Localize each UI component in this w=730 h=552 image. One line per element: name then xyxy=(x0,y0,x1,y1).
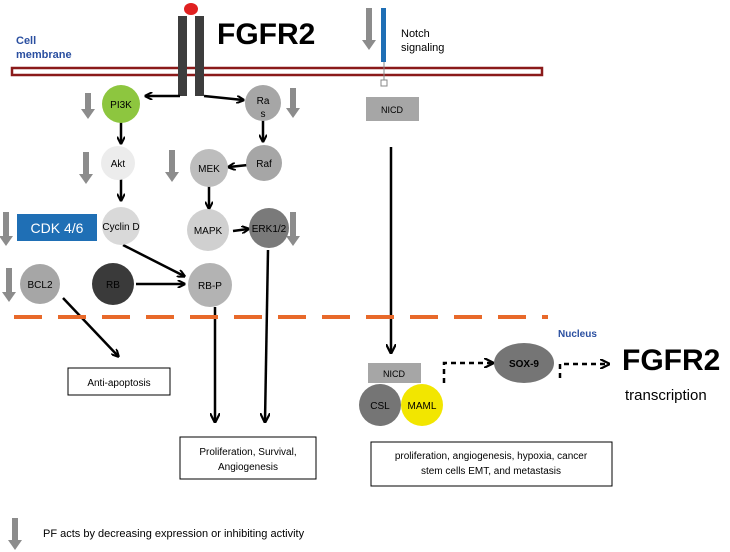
erk-label: ERK1/2 xyxy=(252,224,287,235)
arrow-mapk-erk xyxy=(232,229,248,231)
notch-label-1: Notch xyxy=(401,28,430,40)
node-sox9: SOX-9 xyxy=(494,343,554,383)
pf-arrow-erk xyxy=(286,212,300,246)
nucleus-label: Nucleus xyxy=(558,329,597,340)
legend-text: PF acts by decreasing expression or inhi… xyxy=(43,528,305,540)
notch-outcome-label-2: stem cells EMT, and metastasis xyxy=(421,466,561,477)
notch-stalk-end xyxy=(380,79,388,87)
receptor-bar-left xyxy=(178,16,187,96)
akt-label: Akt xyxy=(111,159,126,170)
anti-apoptosis-label: Anti-apoptosis xyxy=(87,378,150,389)
nicd-bottom-label: NICD xyxy=(383,369,405,379)
cell-membrane-label-2: membrane xyxy=(16,49,72,61)
pf-arrow-bcl2 xyxy=(2,268,16,302)
notch-receptor xyxy=(381,8,386,62)
proliferation-label-2: Angiogenesis xyxy=(218,462,278,473)
csl-label: CSL xyxy=(370,401,390,412)
mek-label: MEK xyxy=(198,164,220,175)
pf-down-arrows xyxy=(0,8,376,302)
proliferation-label-1: Proliferation, Survival, xyxy=(199,447,296,458)
node-csl: CSL xyxy=(359,384,401,426)
arrow-cyclin-rbp xyxy=(122,243,184,276)
pi3k-label: PI3K xyxy=(110,100,132,111)
rb-label: RB xyxy=(106,280,120,291)
arrow-fgfr2-ras xyxy=(203,94,243,100)
node-cyclin-d: Cyclin D xyxy=(102,207,140,245)
node-ras: Ra s xyxy=(245,85,281,121)
node-mapk: MAPK xyxy=(187,209,229,251)
fgfr2-nucleus-title: FGFR2 xyxy=(622,344,720,377)
node-bcl2: BCL2 xyxy=(20,264,60,304)
raf-label: Raf xyxy=(256,159,272,170)
notch-outcome-label-1: proliferation, angiogenesis, hypoxia, ca… xyxy=(395,451,588,462)
notch-label-2: signaling xyxy=(401,42,444,54)
node-maml: MAML xyxy=(401,384,443,426)
pf-arrow-ras xyxy=(286,88,300,118)
dashed-arrow-sox9-fgfr2 xyxy=(558,364,608,378)
ras-label-1: Ra xyxy=(257,96,270,107)
node-nicd-top: NICD xyxy=(366,97,419,121)
ras-label-2: s xyxy=(261,109,266,120)
node-raf: Raf xyxy=(246,145,282,181)
pf-arrow-mek xyxy=(165,150,179,182)
outcome-proliferation: Proliferation, Survival, Angiogenesis xyxy=(179,436,317,480)
node-rb: RB xyxy=(92,263,134,305)
dashed-arrow-maml-sox9 xyxy=(442,363,492,383)
mapk-label: MAPK xyxy=(194,226,223,237)
fgfr2-title: FGFR2 xyxy=(217,18,315,51)
pf-arrow-cdk xyxy=(0,212,13,246)
sox9-label: SOX-9 xyxy=(509,359,539,370)
cell-membrane xyxy=(10,66,544,77)
node-pi3k: PI3K xyxy=(102,85,140,123)
node-akt: Akt xyxy=(101,146,135,180)
arrow-erk-proliferation xyxy=(265,249,268,421)
nucleus-dashed-arrows xyxy=(442,363,608,383)
transcription-label: transcription xyxy=(625,387,707,404)
node-mek: MEK xyxy=(190,149,228,187)
node-erk: ERK1/2 xyxy=(249,208,289,248)
cell-membrane-label-1: Cell xyxy=(16,35,36,47)
outcome-notch: proliferation, angiogenesis, hypoxia, ca… xyxy=(370,441,613,487)
arrow-bcl2-antiapoptosis xyxy=(62,297,118,356)
pf-arrow-notch xyxy=(362,8,376,50)
cyclin-d-label: Cyclin D xyxy=(102,222,139,233)
arrow-raf-mek xyxy=(229,165,249,167)
pf-arrow-akt xyxy=(79,152,93,184)
node-rbp: RB-P xyxy=(188,263,232,307)
cdk46-label: CDK 4/6 xyxy=(31,220,84,236)
nicd-top-label: NICD xyxy=(381,105,403,115)
maml-label: MAML xyxy=(408,401,437,412)
bcl2-label: BCL2 xyxy=(27,280,52,291)
node-nicd-bottom: NICD xyxy=(368,363,421,383)
pathway-arrows xyxy=(62,94,391,421)
legend-down-arrow-icon xyxy=(8,518,22,550)
receptor-bar-right xyxy=(195,16,204,96)
rbp-label: RB-P xyxy=(198,281,222,292)
outcome-anti-apoptosis: Anti-apoptosis xyxy=(67,367,171,396)
ligand-dot xyxy=(184,3,198,15)
pf-arrow-pi3k xyxy=(81,93,95,119)
node-cdk46: CDK 4/6 xyxy=(17,214,97,241)
